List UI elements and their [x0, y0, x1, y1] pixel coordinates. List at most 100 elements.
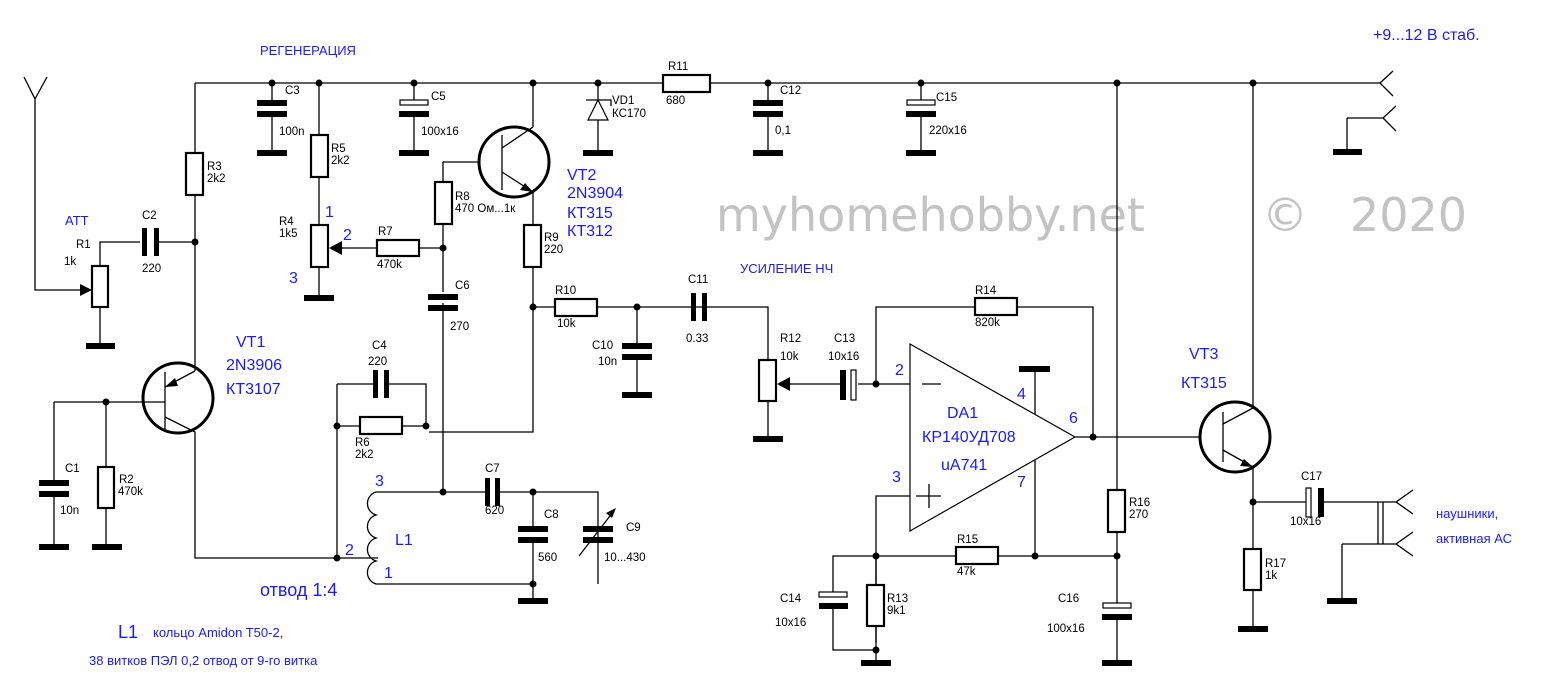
C4-ref: C4	[372, 340, 387, 352]
DA1-pin-4: 4	[1017, 386, 1026, 403]
antenna-icon	[23, 76, 92, 296]
power-connector-icon	[1333, 70, 1397, 155]
R4-pin-2: 2	[343, 227, 352, 244]
C5-ref: C5	[431, 91, 446, 103]
label-tap: отвод 1:4	[260, 580, 337, 600]
R17-resistor	[1242, 547, 1263, 592]
R5-ref: R5	[331, 143, 346, 155]
R8-ref: R8	[455, 191, 470, 203]
VT1-ref: VT1	[236, 334, 265, 351]
C8-ref: C8	[544, 509, 559, 521]
watermark-site: myhomehobby.net	[716, 188, 1145, 242]
R15-value: 47k	[957, 566, 976, 578]
C17-electrolytic	[1253, 487, 1381, 518]
C13-ref: C13	[834, 333, 855, 345]
R2-resistor	[92, 402, 122, 550]
C10-capacitor	[622, 307, 652, 398]
coil-note-line2: 38 витков ПЭЛ 0,2 отвод от 9-го витка	[89, 653, 318, 668]
DA1-type-1: КР140УД708	[922, 429, 1016, 446]
R14-ref: R14	[975, 285, 997, 297]
VT1-type-1: 2N3906	[226, 357, 282, 374]
R11-resistor	[661, 73, 712, 94]
DA1-type-2: uA741	[941, 457, 987, 474]
C16-electrolytic	[1102, 602, 1132, 666]
label-output-line1: наушники,	[1436, 506, 1498, 521]
R5-resistor	[309, 83, 330, 225]
C10-ref: C10	[592, 340, 613, 352]
R1-ref: R1	[76, 239, 91, 251]
R6-value: 2k2	[355, 449, 374, 461]
output-jack-icon	[1327, 489, 1414, 604]
C1-value: 10n	[60, 505, 79, 517]
VD1-ref: VD1	[612, 95, 634, 107]
R13-resistor	[861, 556, 891, 666]
VT3-type-1: КТ315	[1181, 375, 1227, 392]
C17-ref: C17	[1301, 471, 1322, 483]
R2-ref: R2	[119, 474, 134, 486]
R5-value: 2k2	[331, 155, 350, 167]
R8-resistor	[433, 161, 480, 492]
L1-pin-2: 2	[345, 542, 354, 559]
VT2-ref: VT2	[567, 167, 596, 184]
C14-electrolytic	[818, 555, 876, 651]
C6-value: 270	[450, 321, 469, 333]
C5-value: 100x16	[421, 126, 459, 138]
C13-value: 10x16	[828, 351, 859, 363]
R7-resistor	[375, 238, 447, 258]
R1-pot	[86, 241, 140, 349]
DA1-pin-6: 6	[1069, 410, 1078, 427]
VT2-type-3: КТ312	[567, 223, 613, 240]
C10-value: 10n	[598, 356, 617, 368]
C9-ref: C9	[626, 522, 641, 534]
C3-capacitor	[257, 83, 287, 156]
C1-ref: C1	[65, 463, 80, 475]
C4-R6-network	[333, 370, 430, 562]
C8-value: 560	[538, 552, 557, 564]
VT3-ref: VT3	[1189, 346, 1218, 363]
C2-capacitor	[142, 228, 199, 256]
VD1-zener-diode-icon	[583, 83, 613, 156]
R8-value: 470 Ом...1к	[455, 203, 516, 215]
R4-pin-3: 3	[289, 270, 298, 287]
R12-ref: R12	[780, 333, 801, 345]
R2-value: 470k	[118, 486, 143, 498]
R12-pot	[753, 358, 910, 442]
L1-ref: L1	[395, 532, 413, 549]
R4-pot	[304, 223, 376, 301]
C9-variable-capacitor-icon	[578, 508, 616, 557]
R4-pin-1: 1	[325, 204, 334, 221]
R1-value: 1k	[64, 256, 76, 268]
R17-ref: R17	[1265, 558, 1286, 570]
C7-value: 620	[485, 505, 504, 517]
C16-ref: C16	[1058, 593, 1079, 605]
C16-value: 100x16	[1047, 623, 1085, 635]
heading-regeneration: РЕГЕНЕРАЦИЯ	[260, 43, 356, 58]
coil-note-line1: кольцо Amidon T50-2,	[153, 625, 283, 640]
R4-ref: R4	[279, 216, 294, 228]
R14-value: 820k	[975, 317, 1000, 329]
R12-value: 10k	[780, 351, 799, 363]
C4-value: 220	[368, 356, 387, 368]
R3-resistor	[184, 83, 205, 371]
VT2-transistor-npn-icon	[429, 83, 551, 433]
C11-ref: C11	[688, 274, 708, 286]
C15-electrolytic	[906, 83, 936, 156]
C2-ref: C2	[142, 210, 157, 222]
watermark-copyright-icon: ©	[1262, 188, 1308, 242]
R10-resistor	[533, 297, 769, 360]
R7-value: 470k	[377, 259, 402, 271]
DA1-pin-2: 2	[895, 362, 904, 379]
R11-ref: R11	[668, 61, 688, 73]
R17-value: 1k	[1265, 570, 1277, 582]
VT1-transistor-pnp-icon	[54, 361, 335, 559]
R15-ref: R15	[957, 534, 978, 546]
heading-af-gain: УСИЛЕНИЕ НЧ	[740, 261, 833, 276]
C15-ref: C15	[936, 92, 957, 104]
C3-value: 100n	[279, 126, 305, 138]
label-attenuator: ATT	[65, 213, 89, 228]
VT2-type-2: КТ315	[567, 205, 613, 222]
R13-ref: R13	[887, 593, 908, 605]
R10-value: 10k	[557, 318, 576, 330]
coil-note-name: L1	[118, 622, 138, 642]
R7-ref: R7	[378, 226, 393, 238]
